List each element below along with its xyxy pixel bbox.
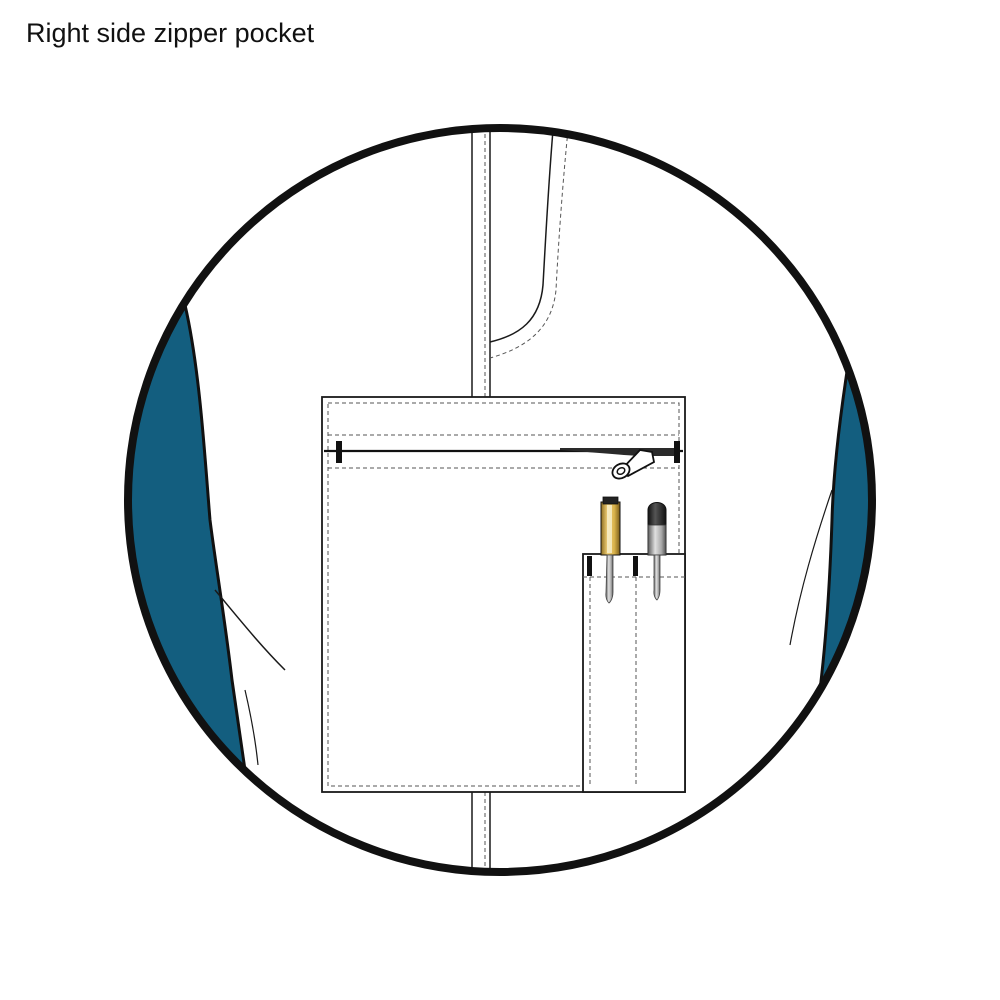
left-arm-crease-lower <box>244 689 259 766</box>
zipper-stop-right <box>674 441 680 463</box>
pen-icon <box>600 496 621 604</box>
pen-icon <box>647 502 667 601</box>
zipper-pull-icon <box>611 449 656 480</box>
pen-pocket-tack-left <box>587 556 592 576</box>
diagram-caption: Right side zipper pocket <box>26 18 315 48</box>
right-arm-crease <box>789 489 833 646</box>
left-arm-crease <box>214 589 286 671</box>
detail-circle <box>124 124 876 876</box>
pen-pocket <box>582 553 686 793</box>
yoke-stitch <box>489 129 569 359</box>
yoke-seam <box>489 129 554 343</box>
pen-pocket-tack-right <box>633 556 638 576</box>
zipper-stop-left <box>336 441 342 463</box>
